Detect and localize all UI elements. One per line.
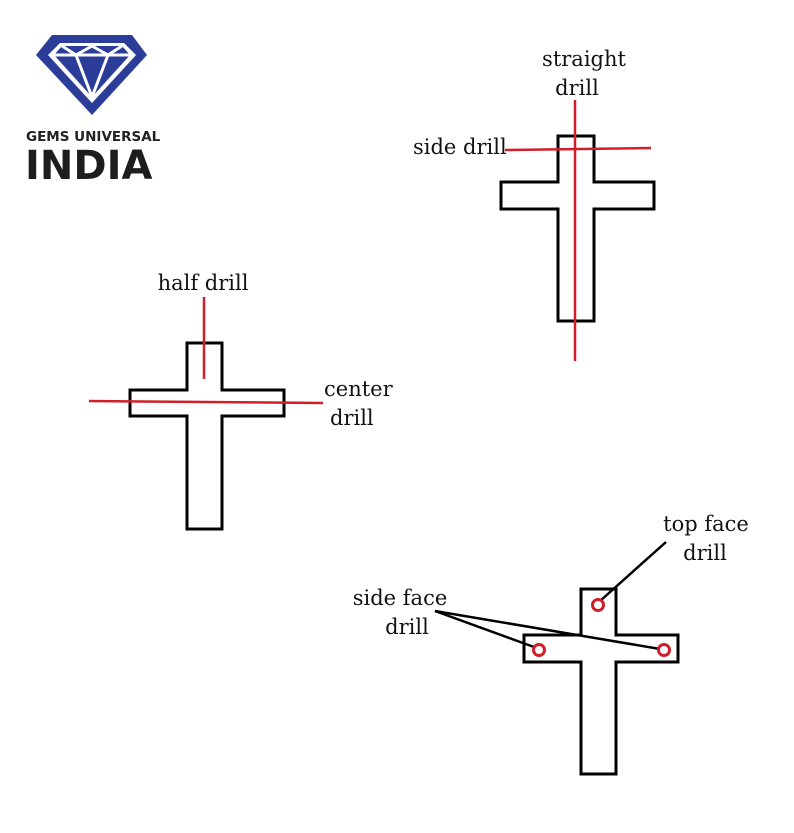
side-face-drill-hole-left	[532, 643, 546, 657]
side-face-drill-label-2: drill	[385, 615, 429, 639]
diamond-icon	[36, 35, 147, 115]
straight-drill-label-1: straight	[542, 47, 626, 71]
side-drill-label: side drill	[413, 135, 507, 159]
diagram-face: top face drill side face drill	[353, 512, 749, 776]
side-drill-line	[504, 146, 652, 152]
cross-outline	[128, 341, 286, 531]
diagram-half-center: half drill center drill	[88, 271, 394, 531]
top-face-drill-hole	[591, 598, 605, 612]
top-face-drill-label-1: top face	[663, 512, 749, 536]
diagram-straight-side: straight drill side drill	[413, 47, 656, 361]
side-face-drill-label-1: side face	[353, 586, 448, 610]
center-drill-line	[88, 399, 324, 405]
cross-outline	[522, 587, 680, 776]
top-face-pointer	[599, 541, 667, 602]
center-drill-label-1: center	[324, 377, 394, 401]
logo-text-main: INDIA	[25, 143, 152, 189]
side-face-drill-hole-right	[657, 643, 671, 657]
center-drill-label-2: drill	[330, 406, 374, 430]
straight-drill-label-2: drill	[555, 76, 599, 100]
half-drill-label: half drill	[158, 271, 249, 295]
side-face-pointer-right	[434, 609, 661, 651]
side-face-pointer-left	[434, 609, 535, 649]
top-face-drill-label-2: drill	[683, 541, 727, 565]
cross-outline	[499, 134, 656, 323]
brand-logo: GEMS UNIVERSAL INDIA	[25, 35, 161, 189]
logo-text-top: GEMS UNIVERSAL	[26, 129, 161, 145]
